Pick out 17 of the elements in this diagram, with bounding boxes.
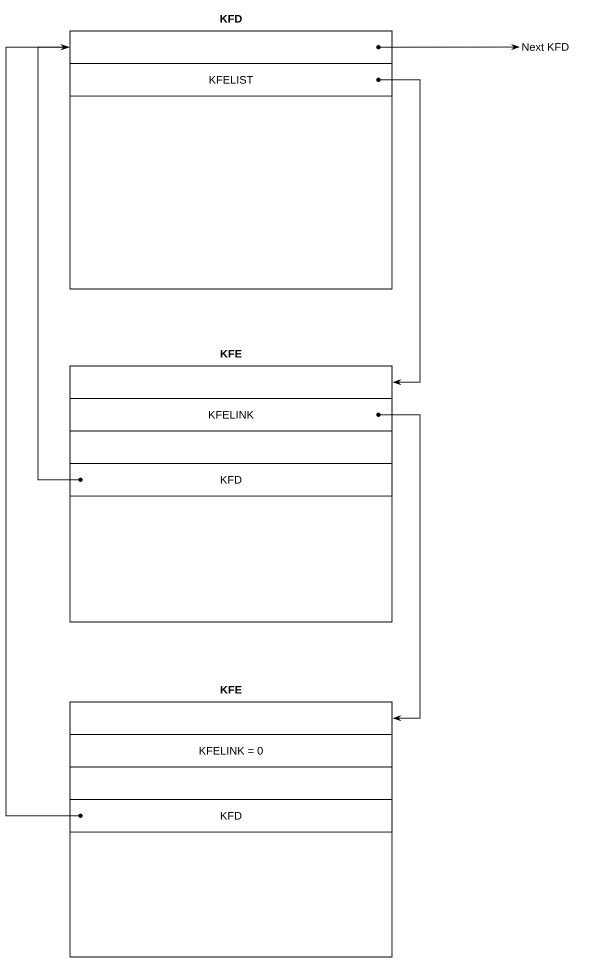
field-row: KFD	[70, 799, 392, 832]
pointer-arrow	[6, 44, 70, 816]
field-row: KFELINK	[70, 398, 392, 432]
field-row: KFELIST	[70, 63, 392, 97]
empty-row	[70, 766, 392, 800]
pointer-arrow	[392, 79, 420, 386]
structure-heading: KFD	[220, 15, 242, 23]
field-row: KFD	[70, 463, 392, 496]
pointer-label: Next KFD	[522, 43, 569, 51]
empty-row	[70, 702, 392, 735]
empty-row	[70, 366, 392, 399]
structure-heading: KFE	[220, 350, 242, 358]
pointer-arrow	[392, 414, 420, 722]
structure-heading: KFE	[220, 686, 242, 694]
empty-row	[70, 430, 392, 464]
empty-row	[70, 30, 392, 64]
field-row: KFELINK = 0	[70, 734, 392, 768]
